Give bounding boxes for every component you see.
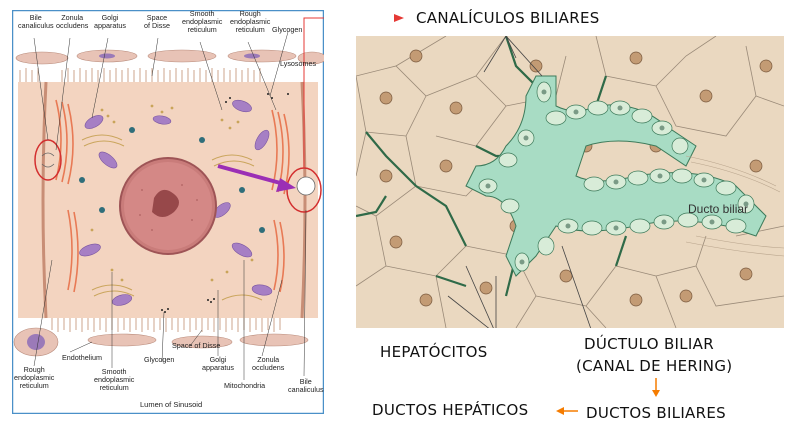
hepatocyte-illustration — [12, 10, 324, 414]
histology-illustration: Ducto biliar — [356, 36, 784, 328]
bile-ductule-drawing — [356, 36, 784, 328]
annotation-ductulo-biliar: DÚCTULO BILIAR — [584, 335, 714, 353]
label-ducto-biliar: Ducto biliar — [688, 202, 749, 216]
annotation-ductos-biliares: DUCTOS BILIARES — [586, 404, 726, 422]
annotation-ductos-hepaticos: DUCTOS HEPÁTICOS — [372, 401, 529, 419]
annotation-hepatocitos: HEPATÓCITOS — [380, 343, 488, 361]
label-endothelium: Endothelium — [62, 353, 102, 362]
label-glycogen-top: Glycogen — [272, 25, 303, 34]
label-glycogen-bottom: Glycogen — [144, 355, 175, 364]
label-lysosomes: Lysosomes — [280, 59, 317, 68]
caption-lumen-of-sinusoid: Lumen of Sinusoid — [140, 400, 203, 409]
annotation-canaliculos-biliares: CANALÍCULOS BILIARES — [416, 9, 600, 27]
annotation-canal-de-hering: (CANAL DE HERING) — [576, 357, 733, 375]
label-space-of-disse-bottom: Space of Disse — [172, 341, 221, 350]
label-mitochondria: Mitochondria — [224, 381, 266, 390]
